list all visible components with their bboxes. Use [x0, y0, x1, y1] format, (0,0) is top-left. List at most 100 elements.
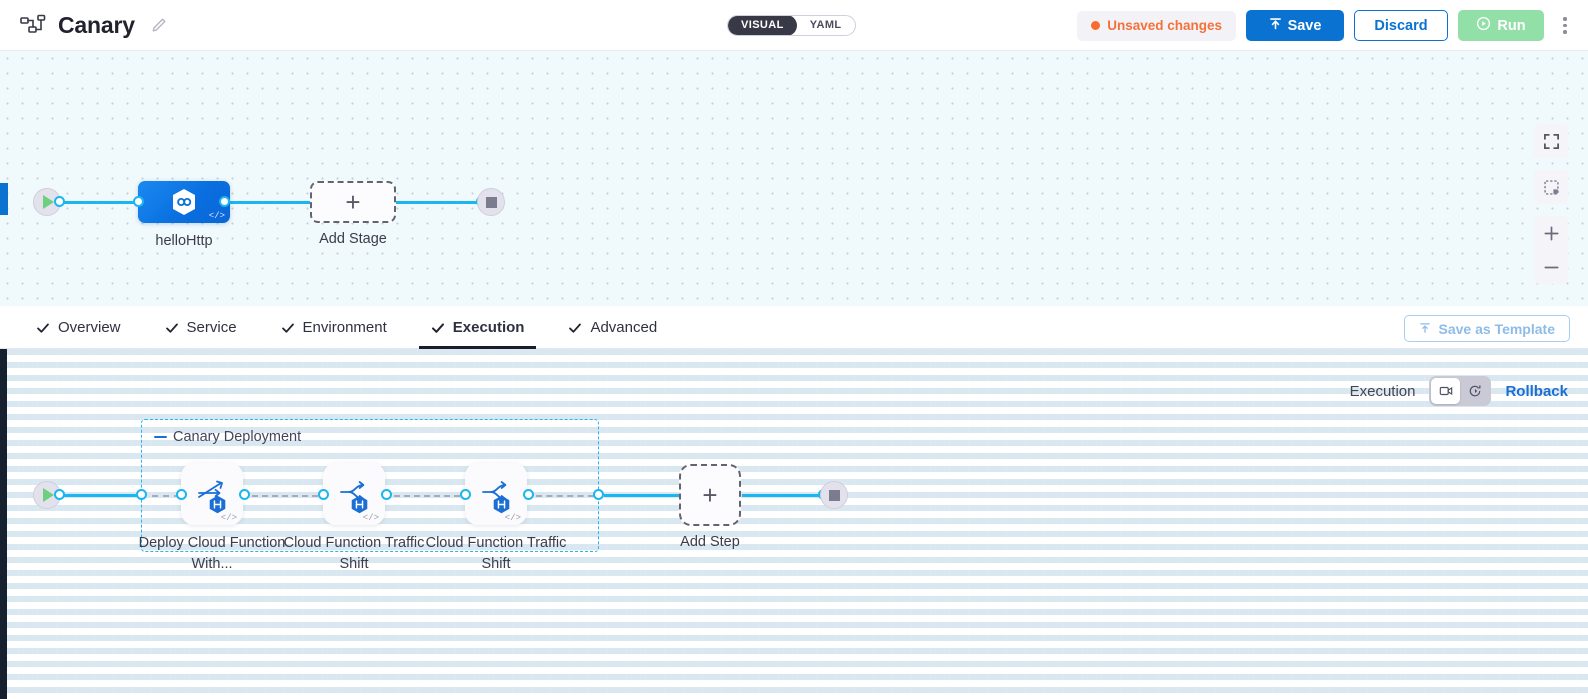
- tab-label: Overview: [58, 318, 121, 336]
- execution-rollback-toggle-row: Execution Rollback: [1350, 376, 1568, 406]
- execution-graph-canvas[interactable]: Execution Rollback: [0, 349, 1588, 699]
- add-stage-button[interactable]: +: [310, 181, 396, 223]
- plus-icon: +: [345, 187, 361, 217]
- execution-view-icon[interactable]: [1431, 378, 1461, 404]
- top-bar: Canary VISUAL YAML Unsaved changes: [0, 0, 1588, 51]
- save-as-template-label: Save as Template: [1438, 320, 1555, 337]
- group-input-port[interactable]: [136, 489, 147, 500]
- stage-node-label: helloHttp: [155, 233, 213, 249]
- execution-label: Execution: [1349, 382, 1416, 400]
- step2-input-port[interactable]: [318, 489, 329, 500]
- pipeline-icon: [20, 14, 46, 36]
- zoom-out-icon[interactable]: [1534, 250, 1568, 284]
- toggle-yaml[interactable]: YAML: [809, 19, 842, 31]
- tab-advanced[interactable]: Advanced: [556, 306, 669, 349]
- top-bar-actions: Unsaved changes Save Discard: [1077, 0, 1576, 51]
- step1-input-port[interactable]: [176, 489, 187, 500]
- check-icon: [281, 321, 294, 334]
- canvas-grid: [0, 349, 1588, 699]
- kebab-dot: [1563, 17, 1567, 21]
- code-indicator-icon: </>: [208, 211, 225, 221]
- edge-start-to-stage: [57, 201, 147, 204]
- stop-square-icon: [485, 196, 497, 208]
- execution-mode-toggle[interactable]: [1429, 376, 1492, 406]
- stage-node-hellohttp[interactable]: </> helloHttp: [138, 181, 230, 249]
- check-icon: [431, 321, 444, 334]
- tab-service[interactable]: Service: [153, 306, 249, 349]
- step-node-body[interactable]: </>: [323, 463, 385, 525]
- group-output-port[interactable]: [593, 489, 604, 500]
- template-upload-icon: [1419, 321, 1431, 337]
- stage-output-port[interactable]: [219, 196, 230, 207]
- check-icon: [568, 321, 582, 334]
- tab-label: Execution: [452, 318, 525, 336]
- stage-node-body[interactable]: </>: [138, 181, 230, 223]
- save-button[interactable]: Save: [1246, 10, 1344, 41]
- add-stage-node[interactable]: + Add Stage: [310, 181, 396, 247]
- stage-end-node[interactable]: [477, 188, 505, 216]
- edge-stage-to-addstage: [224, 201, 314, 204]
- pencil-icon[interactable]: [151, 17, 167, 33]
- step2-output-port[interactable]: [381, 489, 392, 500]
- tab-execution[interactable]: Execution: [418, 306, 537, 349]
- tab-overview[interactable]: Overview: [24, 306, 133, 349]
- step-node-label: Cloud Function Traffic Shift: [425, 535, 567, 573]
- rollback-button[interactable]: Rollback: [1505, 382, 1568, 400]
- plus-icon: +: [702, 480, 718, 510]
- edge-start-to-group: [57, 494, 142, 497]
- top-bar-left: Canary: [0, 12, 167, 39]
- stage-input-port[interactable]: [133, 196, 144, 207]
- toggle-visual[interactable]: VISUAL: [728, 16, 797, 35]
- tab-environment[interactable]: Environment: [269, 306, 399, 349]
- visual-yaml-toggle[interactable]: VISUAL YAML: [727, 15, 856, 36]
- fit-to-screen-icon[interactable]: [1534, 170, 1568, 204]
- step-node-body[interactable]: </>: [181, 463, 243, 525]
- step-node-traffic-shift-1[interactable]: </> Cloud Function Traffic Shift: [284, 463, 424, 572]
- zoom-controls: [1534, 216, 1568, 284]
- fullscreen-icon[interactable]: [1534, 124, 1568, 158]
- save-button-label: Save: [1287, 17, 1322, 34]
- end-node-circle[interactable]: [820, 481, 848, 509]
- check-icon: [36, 321, 49, 334]
- execution-end-node[interactable]: [820, 481, 848, 509]
- step3-output-port[interactable]: [523, 489, 534, 500]
- save-as-template-button[interactable]: Save as Template: [1403, 315, 1570, 342]
- end-node-circle[interactable]: [477, 188, 505, 216]
- rollback-view-icon[interactable]: [1460, 378, 1489, 404]
- more-options-icon[interactable]: [1554, 9, 1576, 43]
- run-button-label: Run: [1497, 17, 1526, 34]
- zoom-in-icon[interactable]: [1534, 216, 1568, 250]
- step-node-body[interactable]: </>: [465, 463, 527, 525]
- step-group-header[interactable]: Canary Deployment: [154, 429, 301, 445]
- kebab-dot: [1563, 23, 1567, 28]
- collapse-dash-icon[interactable]: [154, 435, 167, 439]
- stage-config-tabs: Overview Service Environment Execution A…: [0, 306, 1588, 349]
- code-indicator-icon: </>: [504, 513, 521, 523]
- discard-button[interactable]: Discard: [1354, 10, 1448, 41]
- step-node-label: Deploy Cloud Function With...: [138, 535, 286, 573]
- step-node-traffic-shift-2[interactable]: </> Cloud Function Traffic Shift: [426, 463, 566, 572]
- play-triangle-icon: [43, 195, 54, 209]
- start-node-port[interactable]: [54, 489, 65, 500]
- step-group-title: Canary Deployment: [173, 429, 302, 445]
- stage-graph-canvas[interactable]: </> helloHttp + Add Stage: [0, 51, 1588, 306]
- add-step-label: Add Step: [680, 534, 740, 550]
- port-icon: [136, 489, 147, 500]
- kebab-dot: [1563, 30, 1567, 34]
- start-node-port[interactable]: [54, 196, 65, 207]
- step-group-canary-deployment[interactable]: Canary Deployment: [141, 419, 599, 552]
- step1-output-port[interactable]: [239, 489, 250, 500]
- harness-hexagon-icon: [171, 188, 197, 216]
- tab-label: Advanced: [590, 318, 658, 336]
- port-icon: [54, 489, 65, 500]
- port-icon: [219, 196, 230, 207]
- step3-input-port[interactable]: [460, 489, 471, 500]
- page-title: Canary: [58, 11, 135, 38]
- run-button[interactable]: Run: [1458, 10, 1544, 41]
- play-triangle-icon: [43, 488, 54, 502]
- port-icon: [381, 489, 392, 500]
- add-step-node[interactable]: + Add Step: [679, 464, 741, 550]
- step-node-deploy-cloud-function[interactable]: </> Deploy Cloud Function With...: [139, 463, 285, 572]
- add-step-button[interactable]: +: [679, 464, 741, 526]
- canvas-controls: [1534, 124, 1568, 284]
